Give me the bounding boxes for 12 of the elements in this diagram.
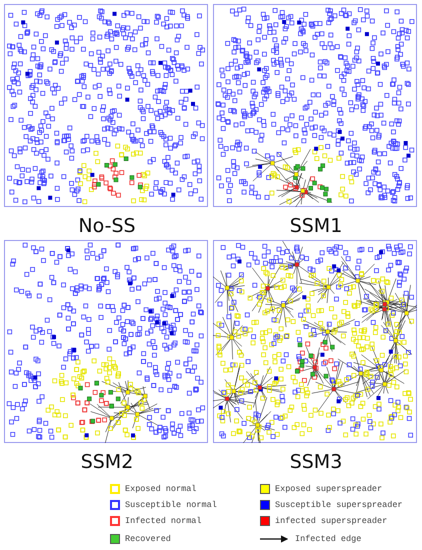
legend-label: Infected edge [295, 534, 362, 544]
panel-title: SSM1 [288, 215, 344, 237]
legend-label: Susceptible normal [125, 500, 217, 510]
legend-label: Exposed superspreader [275, 484, 382, 494]
legend-label: Recovered [125, 534, 171, 544]
panel-title: SSM2 [80, 451, 134, 473]
panel-title: SSM3 [288, 451, 344, 473]
legend-label: infected superspreader [275, 516, 388, 526]
panel-title: No-SS [77, 215, 137, 237]
legend-label: Infected normal [125, 516, 202, 526]
legend-label: Susceptible superspreader [275, 500, 403, 510]
legend-label: Exposed normal [125, 484, 196, 494]
